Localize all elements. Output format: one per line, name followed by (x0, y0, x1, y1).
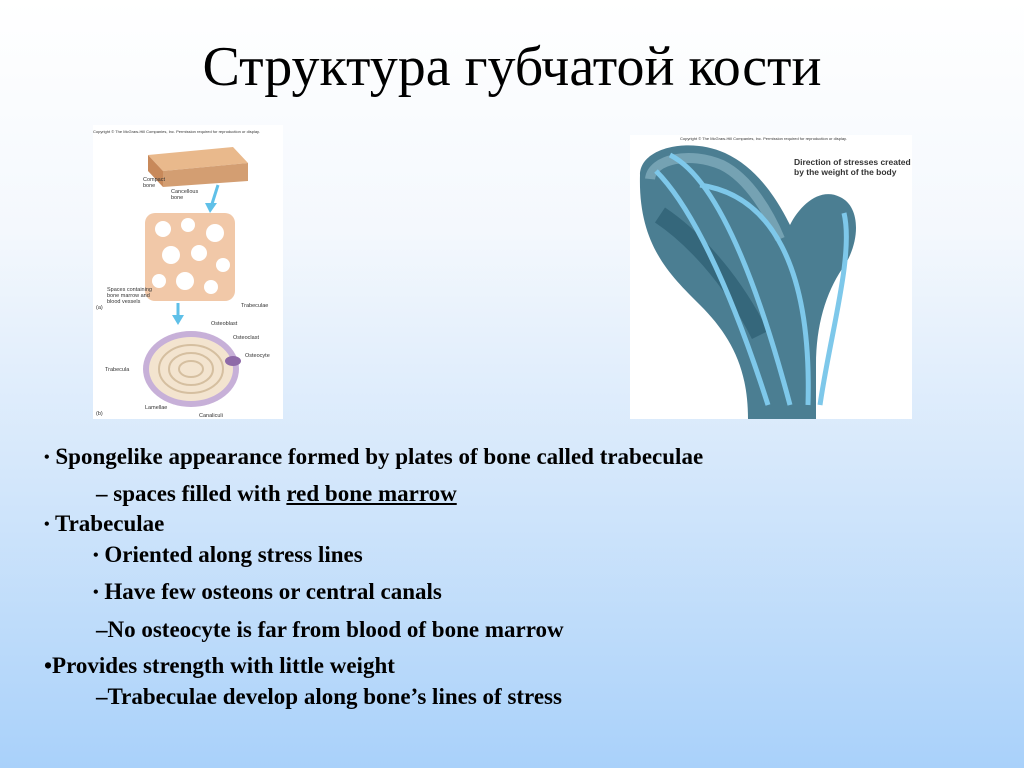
bullet-1: • Spongelike appearance formed by plates… (44, 442, 703, 473)
label-part-b: (b) (96, 411, 103, 417)
label-osteoblast: Osteoblast (211, 321, 238, 327)
stress-line-3 (699, 182, 811, 406)
stress-line-1 (654, 169, 771, 406)
bullet-1-marker: • (44, 449, 50, 466)
label-trabeculae: Trabeculae (241, 303, 268, 309)
bone-block-front (163, 163, 248, 187)
label-compact-2: bone (143, 183, 155, 189)
bullet-2: • Trabeculae (44, 509, 164, 540)
label-spaces: Spaces containing (107, 287, 152, 293)
bullet-3-sub: –Trabeculae develop along bone’s lines o… (96, 684, 562, 709)
zoom-arrowhead-1 (205, 203, 217, 213)
bullet-2-marker: • (44, 516, 50, 533)
bullet-2-sub-1: • Oriented along stress lines (93, 540, 363, 571)
bullet-1-sub-prefix: – spaces filled with (96, 481, 287, 506)
bullet-2-sub-2-marker: • (93, 584, 99, 601)
label-trabecula: Trabecula (105, 367, 130, 373)
bullet-2-text: Trabeculae (54, 511, 165, 536)
label-spaces-2: bone marrow and (107, 293, 150, 299)
texture-band-1 (645, 153, 785, 241)
bullet-2-sub-3: –No osteocyte is far from blood of bone … (96, 617, 564, 642)
caption-line-2: by the weight of the body (794, 167, 897, 177)
label-lamellae: Lamellae (145, 405, 167, 411)
bullet-2-sub-2-text: Have few osteons or central canals (104, 579, 442, 604)
slide-title: Структура губчатой кости (202, 36, 822, 98)
bone-block-top (148, 147, 248, 171)
label-canaliculi: Canaliculi (199, 413, 223, 419)
spongy-bone-diagram: Copyright © The McGraw-Hill Companies, I… (93, 125, 283, 419)
bone-block-side (148, 155, 163, 187)
trabecula-cross-section (143, 331, 241, 407)
label-part-a: (a) (96, 305, 103, 311)
label-spaces-3: blood vessels (107, 299, 141, 305)
label-cancellous-2: bone (171, 195, 183, 201)
bullet-2-sub-2: • Have few osteons or central canals (93, 577, 442, 608)
label-osteocyte: Osteocyte (245, 353, 270, 359)
red-bone-marrow-underlined: red bone marrow (286, 481, 457, 506)
bullet-2-sub-1-text: Oriented along stress lines (104, 542, 363, 567)
label-osteoclast: Osteoclast (233, 335, 259, 341)
stress-line-4 (817, 212, 849, 406)
stress-line-2 (668, 152, 793, 406)
bullet-1-text: Spongelike appearance formed by plates o… (55, 444, 704, 469)
caption-line-1: Direction of stresses created (794, 157, 911, 167)
femur-stress-diagram: Copyright © The McGraw-Hill Companies, I… (630, 135, 912, 419)
label-compact: Compact (143, 177, 165, 183)
copyright-notice-right: Copyright © The McGraw-Hill Companies, I… (680, 136, 847, 141)
zoom-arrowhead-2 (172, 315, 184, 325)
trabecular-lattice (145, 213, 235, 301)
bullet-1-sub: – spaces filled with red bone marrow (96, 479, 457, 509)
bullet-2-sub-1-marker: • (93, 547, 99, 564)
label-cancellous: Cancellous (171, 189, 198, 195)
femur-shape (639, 145, 856, 419)
copyright-notice: Copyright © The McGraw-Hill Companies, I… (93, 129, 260, 134)
bullet-3: •Provides strength with little weight (44, 653, 395, 678)
